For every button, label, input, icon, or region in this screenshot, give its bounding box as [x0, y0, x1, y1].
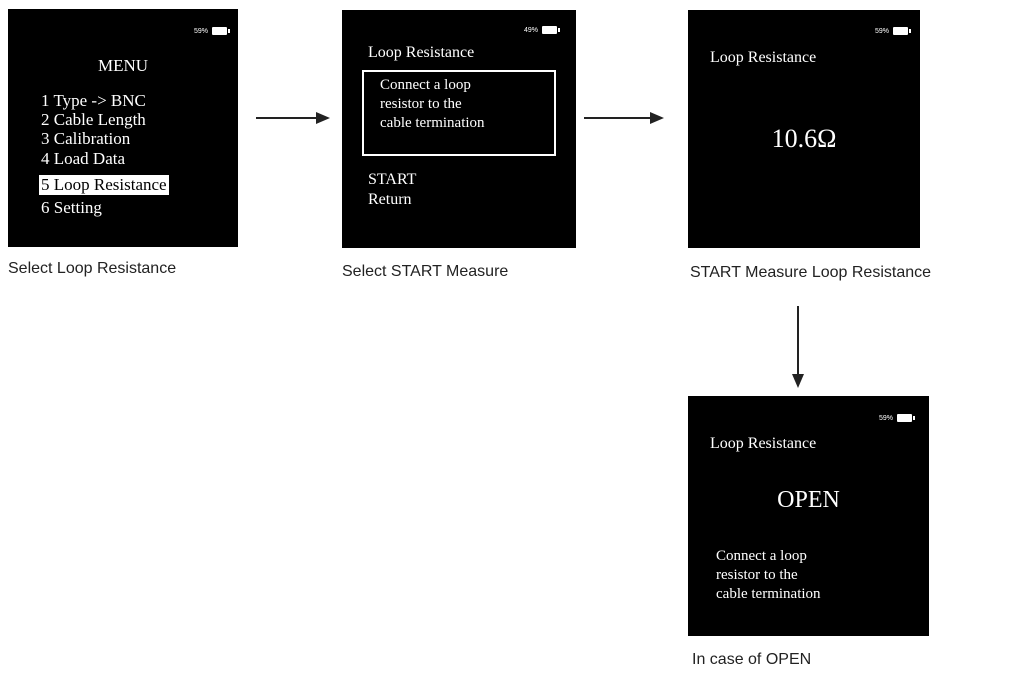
menu-item-setting[interactable]: 6 Setting: [41, 198, 102, 217]
battery-indicator: 49%: [523, 26, 560, 34]
menu-title: MENU: [97, 56, 149, 75]
instruction-line: Connect a loop: [380, 77, 471, 93]
caption-measure: START Measure Loop Resistance: [690, 264, 932, 281]
instruction-line: resistor to the: [380, 96, 462, 112]
resistance-reading: 10.6Ω: [771, 124, 837, 153]
caption-open: In case of OPEN: [692, 651, 812, 668]
caption-start: Select START Measure: [342, 263, 509, 280]
screen-title: Loop Resistance: [368, 44, 475, 61]
battery-icon: [893, 27, 911, 35]
arrow-start-to-measure-head: [650, 112, 664, 124]
arrow-menu-to-start-line: [256, 117, 318, 119]
arrow-measure-to-open-head: [792, 374, 804, 388]
arrow-measure-to-open-line: [797, 306, 799, 376]
arrow-start-to-measure-line: [584, 117, 652, 119]
message-line: resistor to the: [716, 567, 798, 583]
battery-indicator: 59%: [193, 27, 230, 35]
battery-icon: [212, 27, 230, 35]
instruction-line: cable termination: [380, 115, 485, 131]
start-option[interactable]: START: [368, 171, 417, 188]
battery-indicator: 59%: [874, 27, 911, 35]
battery-percent: 49%: [523, 26, 538, 34]
menu-item-load-data[interactable]: 4 Load Data: [41, 149, 126, 168]
open-screen: 59% Loop Resistance OPEN Connect a loop …: [688, 396, 929, 636]
instruction-box: Connect a loop resistor to the cable ter…: [362, 70, 556, 156]
return-option[interactable]: Return: [368, 191, 412, 208]
battery-percent: 59%: [878, 414, 893, 422]
battery-icon: [542, 26, 560, 34]
menu-screen: 59% MENU 1 Type -> BNC 2 Cable Length 3 …: [8, 9, 238, 247]
caption-menu: Select Loop Resistance: [8, 260, 177, 277]
screen-title: Loop Resistance: [710, 49, 817, 66]
battery-percent: 59%: [193, 27, 208, 35]
message-line: cable termination: [716, 586, 821, 602]
open-message: Connect a loop resistor to the cable ter…: [716, 547, 821, 604]
menu-item-type[interactable]: 1 Type -> BNC: [41, 91, 146, 110]
measure-screen: 59% Loop Resistance 10.6Ω: [688, 10, 920, 248]
screen-title: Loop Resistance: [710, 435, 817, 452]
battery-indicator: 59%: [878, 414, 915, 422]
menu-item-calibration[interactable]: 3 Calibration: [41, 129, 131, 148]
message-line: Connect a loop: [716, 548, 807, 564]
battery-percent: 59%: [874, 27, 889, 35]
start-screen: 49% Loop Resistance Connect a loop resis…: [342, 10, 576, 248]
open-status: OPEN: [777, 487, 840, 513]
menu-item-loop-resistance[interactable]: 5 Loop Resistance: [39, 175, 169, 195]
menu-item-cable-length[interactable]: 2 Cable Length: [41, 110, 146, 129]
arrow-menu-to-start-head: [316, 112, 330, 124]
battery-icon: [897, 414, 915, 422]
